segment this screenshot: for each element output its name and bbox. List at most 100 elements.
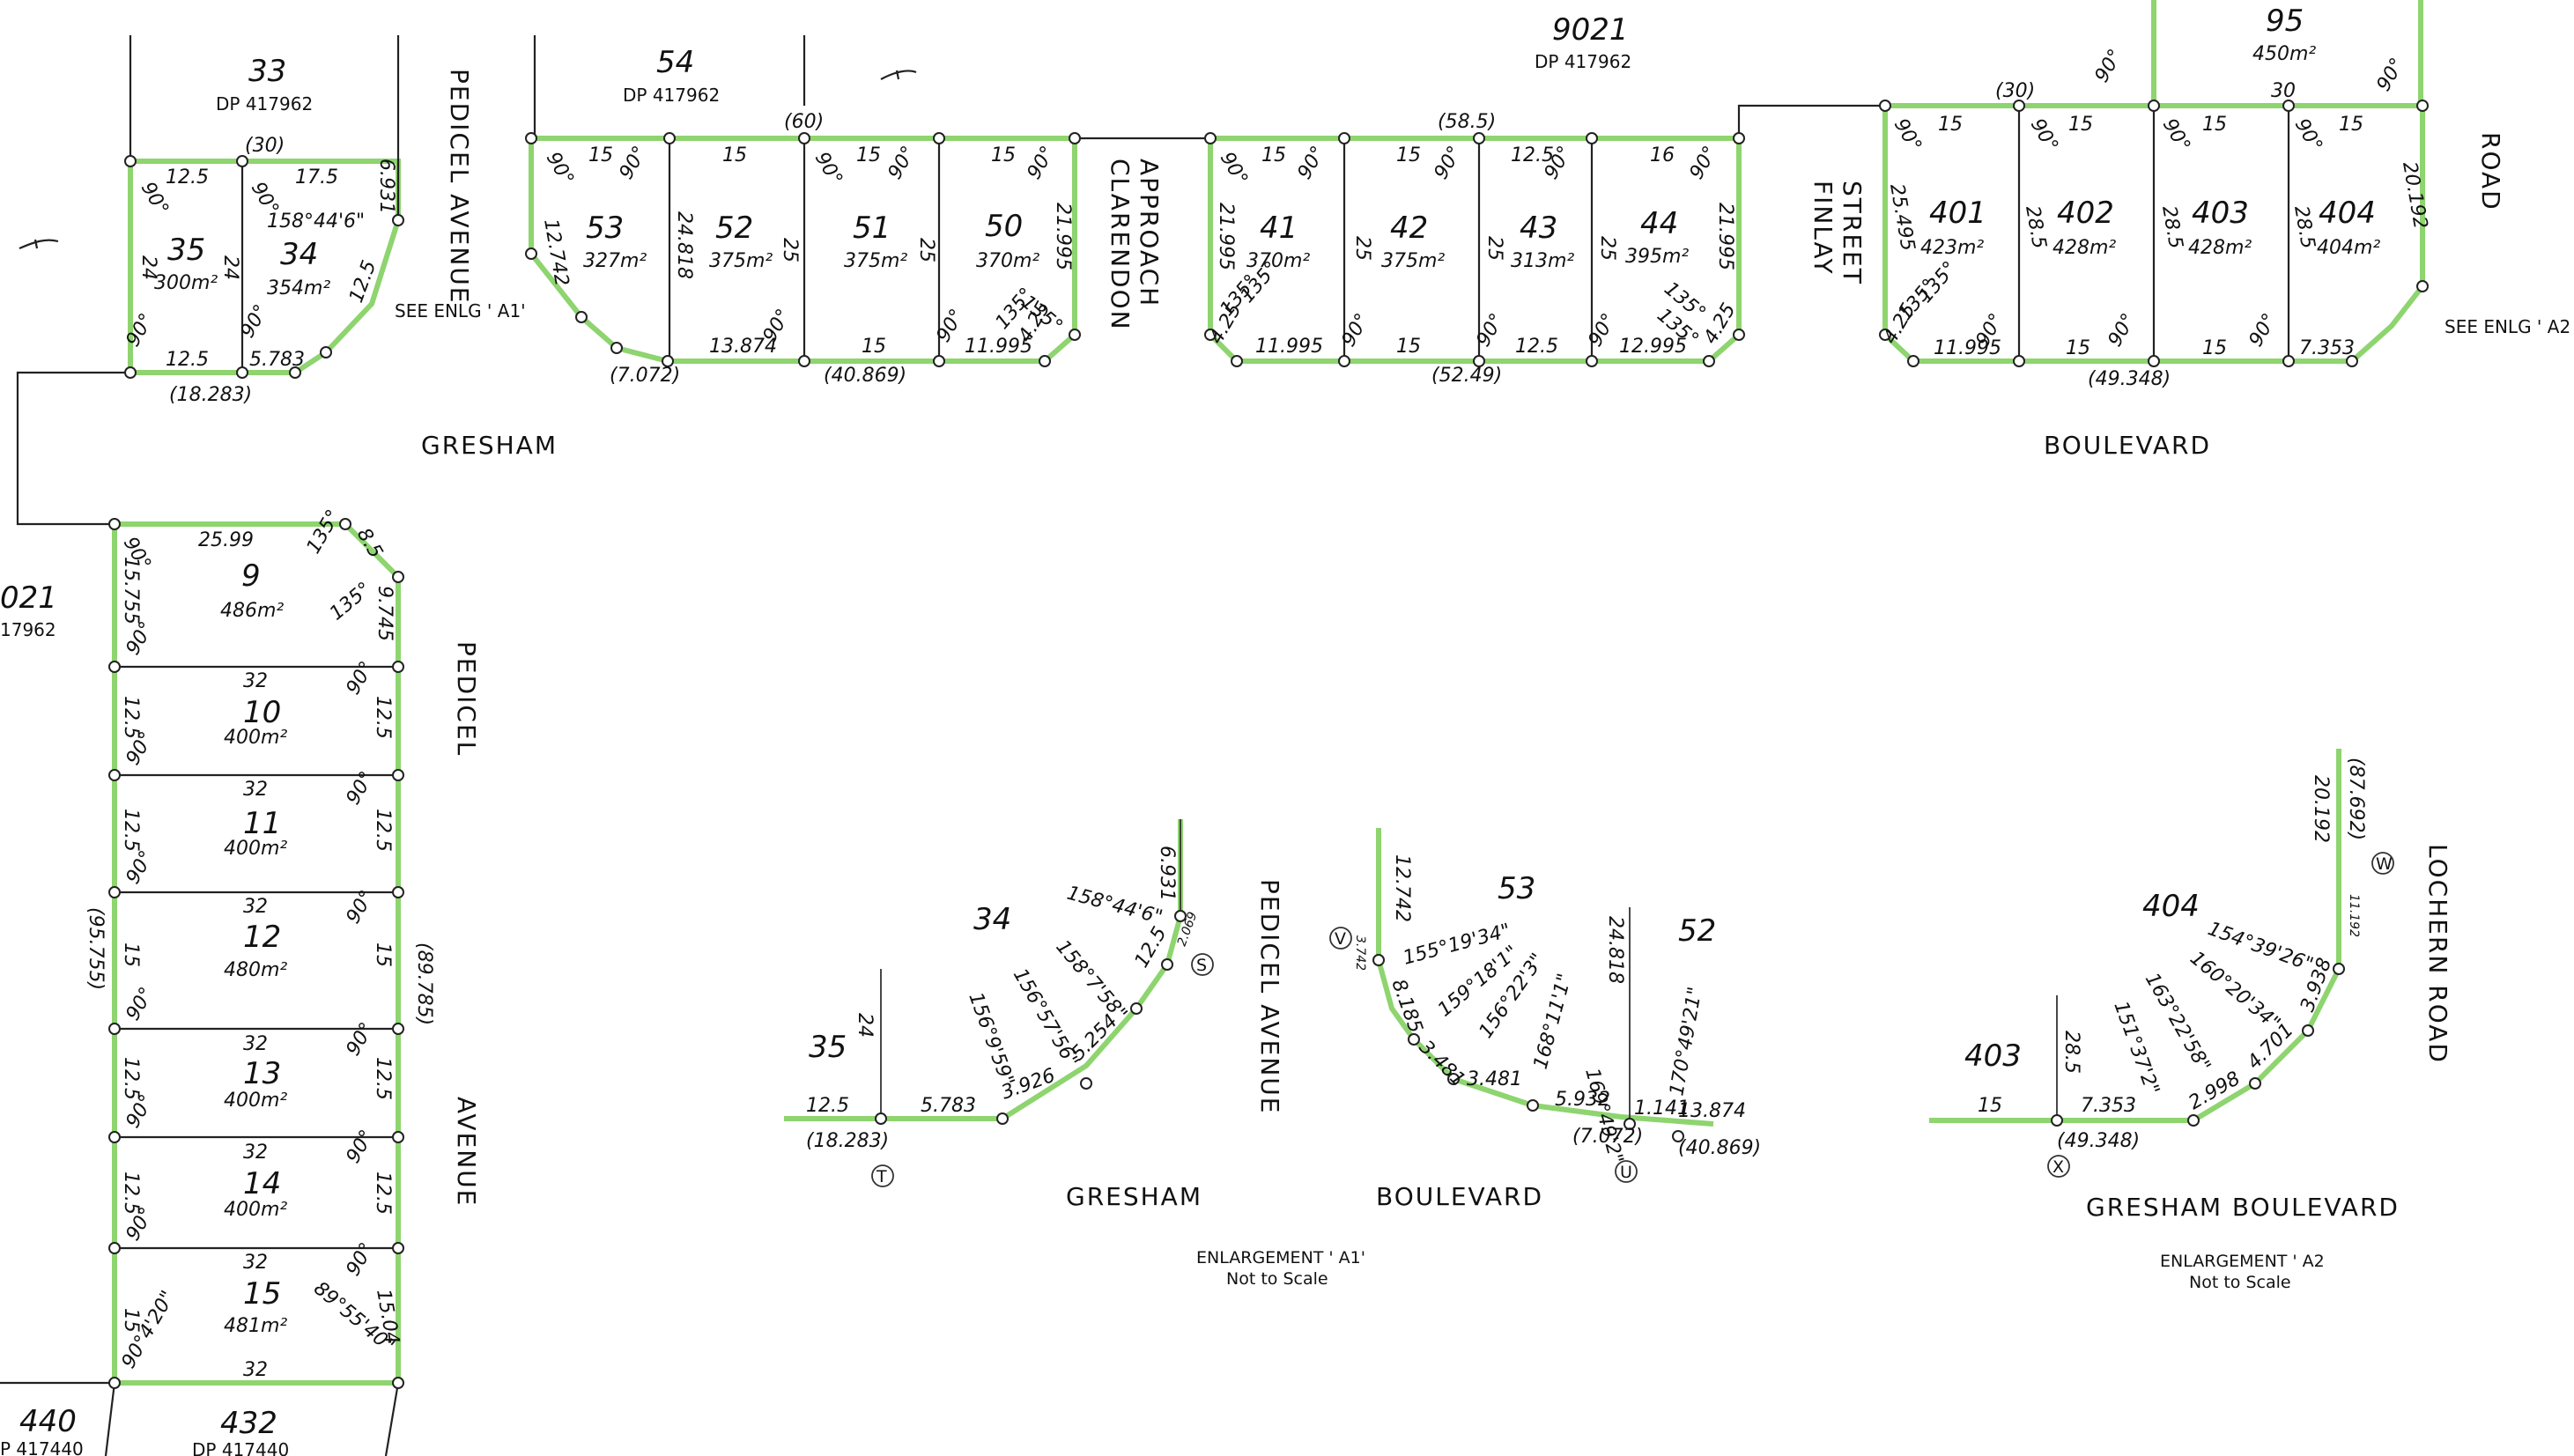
angle-135: 135° bbox=[326, 578, 376, 625]
a1-angle: 156°9'59" bbox=[964, 990, 1018, 1090]
a2-angle: 151°37'2" bbox=[2109, 999, 2163, 1098]
a1-dim: 5.783 bbox=[921, 1095, 976, 1117]
a2-dim: (87.692) bbox=[2345, 758, 2367, 840]
lot-number: 51 bbox=[853, 211, 891, 246]
ref-lot-021-dp: 17962 bbox=[0, 619, 56, 640]
dimension: 15 bbox=[2202, 114, 2227, 136]
a1-dim: 3.742 bbox=[1353, 935, 1367, 971]
a2-mark-x: X bbox=[2053, 1157, 2064, 1177]
lot-number: 43 bbox=[1520, 211, 1557, 246]
dimension: 7.353 bbox=[2299, 337, 2355, 359]
a1-dim: 6.931 bbox=[1156, 846, 1178, 901]
a1-angle: 158°7'58" bbox=[1051, 936, 1131, 1025]
lot-number: 10 bbox=[243, 695, 281, 730]
a1-dim: 1.141 bbox=[1634, 1098, 1690, 1120]
dimension: 15.755 bbox=[120, 557, 142, 625]
a1-dim: 3.481 bbox=[1467, 1068, 1522, 1090]
a1-mark-s: S bbox=[1196, 956, 1207, 975]
a2-title: ENLARGEMENT ' A2 bbox=[2160, 1252, 2325, 1271]
angle-90: 90° bbox=[2373, 55, 2409, 95]
dimension: 15 bbox=[1938, 114, 1963, 136]
dimension: 12.5 bbox=[166, 166, 209, 188]
lot-area: 370m² bbox=[1246, 250, 1310, 272]
a1-lot-34: 34 bbox=[973, 902, 1011, 937]
angle-90: 90° bbox=[933, 306, 969, 346]
dimension: 12.995 bbox=[1619, 336, 1687, 358]
dimension: (49.348) bbox=[2088, 368, 2171, 390]
street-names: PEDICEL AVENUE CLARENDON APPROACH FINLAY… bbox=[421, 69, 2505, 1207]
a1-dim: 13.874 bbox=[1678, 1100, 1746, 1122]
angle-90: 90° bbox=[884, 143, 921, 183]
see-enlargement-a1: SEE ENLG ' A1' bbox=[395, 300, 526, 322]
angle-90: 90° bbox=[1431, 143, 1467, 183]
ref-lot-432-dp: DP 417440 bbox=[192, 1439, 289, 1456]
dimension: 20.192 bbox=[2398, 160, 2431, 231]
neighbour-refs: 33 DP 417962 54 DP 417962 9021 DP 417962… bbox=[0, 4, 2570, 1456]
angle-90: 90° bbox=[2290, 115, 2326, 156]
lot-area: 370m² bbox=[976, 250, 1039, 272]
a2-street-locherne: LOCHERN ROAD bbox=[2423, 844, 2452, 1064]
lot-number: 9 bbox=[241, 558, 261, 594]
dimension: 15 bbox=[2202, 337, 2227, 359]
a1-angle: 156°57'56" bbox=[1009, 965, 1083, 1072]
a2-dim: 28.5 bbox=[2060, 1031, 2082, 1074]
lot-labels: 35 300m² 34 354m² 53 327m² 52 375m² 51 3… bbox=[154, 196, 2380, 1337]
a2-dim: (49.348) bbox=[2057, 1130, 2140, 1152]
pointer-mark-icon bbox=[880, 70, 917, 80]
enlargement-a2: 404 403 15 7.353 (49.348) 28.5 2.998 4.7… bbox=[1929, 749, 2452, 1292]
dimension: 32 bbox=[243, 896, 268, 918]
dimension: 28.5 bbox=[2157, 204, 2186, 251]
dimension: 15 bbox=[991, 144, 1016, 166]
survey-points bbox=[108, 100, 2429, 1389]
dimension: 12.742 bbox=[539, 218, 573, 288]
street-road: ROAD bbox=[2476, 132, 2505, 211]
lot-area: 327m² bbox=[583, 250, 647, 272]
angle-90: 90° bbox=[122, 847, 159, 888]
dimension: (40.869) bbox=[824, 365, 906, 387]
dimension: 15 bbox=[722, 144, 747, 166]
lot-number: 53 bbox=[586, 211, 624, 246]
street-finlay: FINLAY bbox=[1808, 181, 1838, 276]
angle-90: 90° bbox=[122, 984, 159, 1024]
angle-90: 90° bbox=[343, 1239, 379, 1280]
lot-area: 375m² bbox=[709, 250, 773, 272]
ref-lot-440-dp: P 417440 bbox=[0, 1438, 84, 1456]
a2-dim: 7.353 bbox=[2081, 1095, 2136, 1117]
dimension: 15 bbox=[372, 942, 394, 967]
a2-dim: 20.192 bbox=[2310, 775, 2332, 843]
angle-90: 90° bbox=[2158, 115, 2194, 156]
dimension: 25 bbox=[915, 238, 937, 262]
ref-lot-9021-dp: DP 417962 bbox=[1535, 51, 1631, 72]
street-avenue-left: AVENUE bbox=[452, 1097, 481, 1207]
angle-90: 90° bbox=[343, 1019, 379, 1060]
dimension: 32 bbox=[243, 1033, 268, 1055]
ref-lot-432: 432 bbox=[220, 1406, 277, 1441]
ref-lot-54: 54 bbox=[656, 45, 694, 80]
ref-lot-54-dp: DP 417962 bbox=[623, 85, 720, 106]
lot-area: 404m² bbox=[2317, 237, 2380, 259]
dimension: (95.755) bbox=[85, 907, 107, 990]
lot-area: 481m² bbox=[224, 1315, 287, 1337]
a1-dim: 3.481 bbox=[1415, 1037, 1469, 1091]
lot-number: 44 bbox=[1640, 206, 1678, 241]
street-pedicel-avenue-top: PEDICEL AVENUE bbox=[445, 69, 474, 304]
dimension: 6.931 bbox=[375, 159, 397, 214]
lot-area: 486m² bbox=[220, 600, 284, 622]
angle-90: 90° bbox=[343, 768, 379, 809]
lot-area: 428m² bbox=[2188, 237, 2252, 259]
dimension: 12.5 bbox=[166, 349, 209, 371]
lot-lines bbox=[0, 35, 2290, 1456]
a2-dim: 11.192 bbox=[2347, 894, 2361, 937]
lot-area: 313m² bbox=[1511, 250, 1574, 272]
dimension: 12.5 bbox=[372, 1057, 394, 1100]
dimension: 12.5 bbox=[1511, 144, 1554, 166]
a1-lot-35: 35 bbox=[809, 1030, 847, 1065]
lot-area: 400m² bbox=[224, 1199, 287, 1221]
angle-90: 90° bbox=[1024, 143, 1060, 183]
lot-area: 375m² bbox=[1381, 250, 1445, 272]
dimension: 11.995 bbox=[1934, 337, 2001, 359]
a2-street-gresham-boulevard: GRESHAM BOULEVARD bbox=[2086, 1193, 2400, 1222]
angle-90: 90° bbox=[2104, 310, 2141, 351]
lot-number: 34 bbox=[280, 237, 318, 272]
